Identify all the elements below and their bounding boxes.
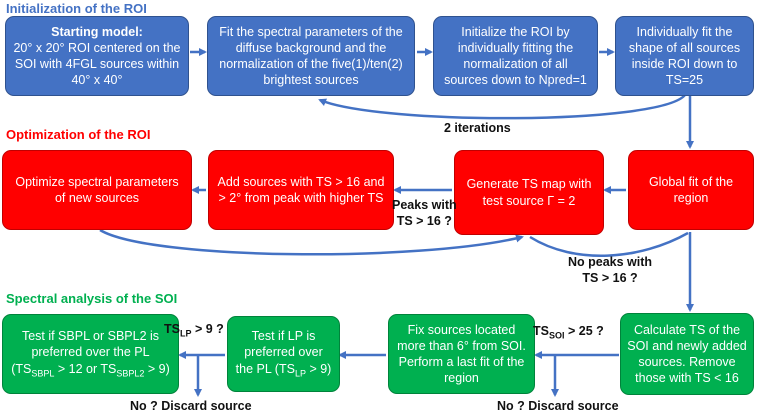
box-fix-sources: Fix sources located more than 6° from SO… (388, 314, 535, 394)
generate-ts-map-text: Generate TS map with test source Γ = 2 (466, 177, 592, 208)
add-sources-text: Add sources with TS > 16 and > 2° from p… (217, 174, 385, 205)
global-fit-text: Global fit of the region (648, 174, 734, 205)
label-discard-source-2: No ? Discard source (497, 399, 619, 413)
label-no-peaks-with-ts: No peaks with TS > 16 ? (568, 255, 653, 285)
box-calculate-ts: Calculate TS of the SOI and newly added … (620, 313, 754, 395)
starting-model-text: 20° x 20° ROI centered on the SOI with 4… (13, 40, 181, 88)
section-title-opt: Optimization of the ROI (6, 127, 151, 142)
test-lp-text: Test if LP is preferred over the PL (TSL… (235, 329, 332, 379)
test-sbpl-text: Test if SBPL or SBPL2 is preferred over … (11, 329, 170, 379)
label-ts-soi: TSSOI > 25 ? (533, 324, 604, 341)
box-initialize-roi: Initialize the ROI by individually fitti… (433, 16, 598, 96)
box-test-lp: Test if LP is preferred over the PL (TSL… (227, 316, 340, 392)
starting-model-title: Starting model: (51, 24, 143, 39)
label-peaks-with-ts: Peaks with TS > 16 ? (392, 198, 457, 228)
label-ts-lp: TSLP > 9 ? (164, 322, 224, 339)
arrow-r3-r4-loop (529, 231, 689, 257)
box-fit-shape-sources: Individually fit the shape of all source… (615, 16, 754, 96)
box-starting-model: Starting model: 20° x 20° ROI centered o… (5, 16, 189, 96)
box-optimize-spectral-params: Optimize spectral parameters of new sour… (2, 150, 192, 230)
section-title-spec: Spectral analysis of the SOI (6, 291, 178, 306)
fit-diffuse-text: Fit the spectral parameters of the diffu… (219, 24, 403, 88)
box-global-fit: Global fit of the region (628, 150, 754, 230)
optimize-spectral-text: Optimize spectral parameters of new sour… (15, 174, 179, 205)
label-2-iterations: 2 iterations (444, 121, 511, 135)
box-test-sbpl: Test if SBPL or SBPL2 is preferred over … (2, 314, 179, 394)
label-discard-source-1: No ? Discard source (130, 399, 252, 413)
arrow-r1-r3-loop (99, 228, 524, 256)
box-fit-diffuse-background: Fit the spectral parameters of the diffu… (207, 16, 415, 96)
calculate-ts-text: Calculate TS of the SOI and newly added … (627, 322, 747, 386)
box-add-sources: Add sources with TS > 16 and > 2° from p… (208, 150, 394, 230)
arrow-iterations-loop (318, 94, 686, 120)
fit-shape-text: Individually fit the shape of all source… (628, 24, 741, 88)
initialize-roi-text: Initialize the ROI by individually fitti… (444, 24, 587, 88)
section-title-init: Initialization of the ROI (6, 1, 147, 16)
box-generate-ts-map: Generate TS map with test source Γ = 2 (454, 150, 604, 235)
fix-sources-text: Fix sources located more than 6° from SO… (397, 322, 526, 386)
